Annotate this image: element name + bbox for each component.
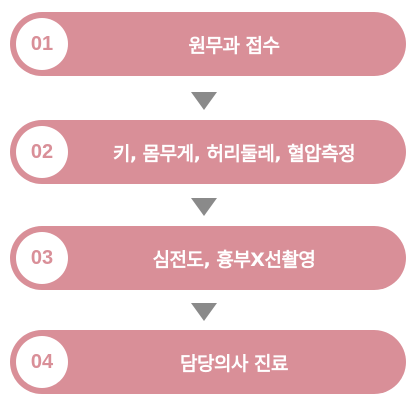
down-triangle-arrow-icon	[191, 92, 217, 110]
step-number-badge: 04	[16, 336, 68, 388]
step-label: 키, 몸무게, 허리둘레, 혈압측정	[112, 142, 356, 165]
step-number-badge: 03	[16, 232, 68, 284]
step-label: 원무과 접수	[188, 34, 280, 57]
down-triangle-arrow-icon	[191, 303, 217, 321]
step-number-badge: 02	[16, 126, 68, 178]
step-4: 04 담당의사 진료	[10, 330, 406, 394]
step-1: 01 원무과 접수	[10, 12, 406, 76]
step-2: 02 키, 몸무게, 허리둘레, 혈압측정	[10, 120, 406, 184]
step-number-badge: 01	[16, 18, 68, 70]
step-label: 심전도, 흉부X선촬영	[152, 248, 316, 271]
step-3: 03 심전도, 흉부X선촬영	[10, 226, 406, 290]
down-triangle-arrow-icon	[191, 198, 217, 216]
step-label: 담당의사 진료	[180, 352, 289, 375]
